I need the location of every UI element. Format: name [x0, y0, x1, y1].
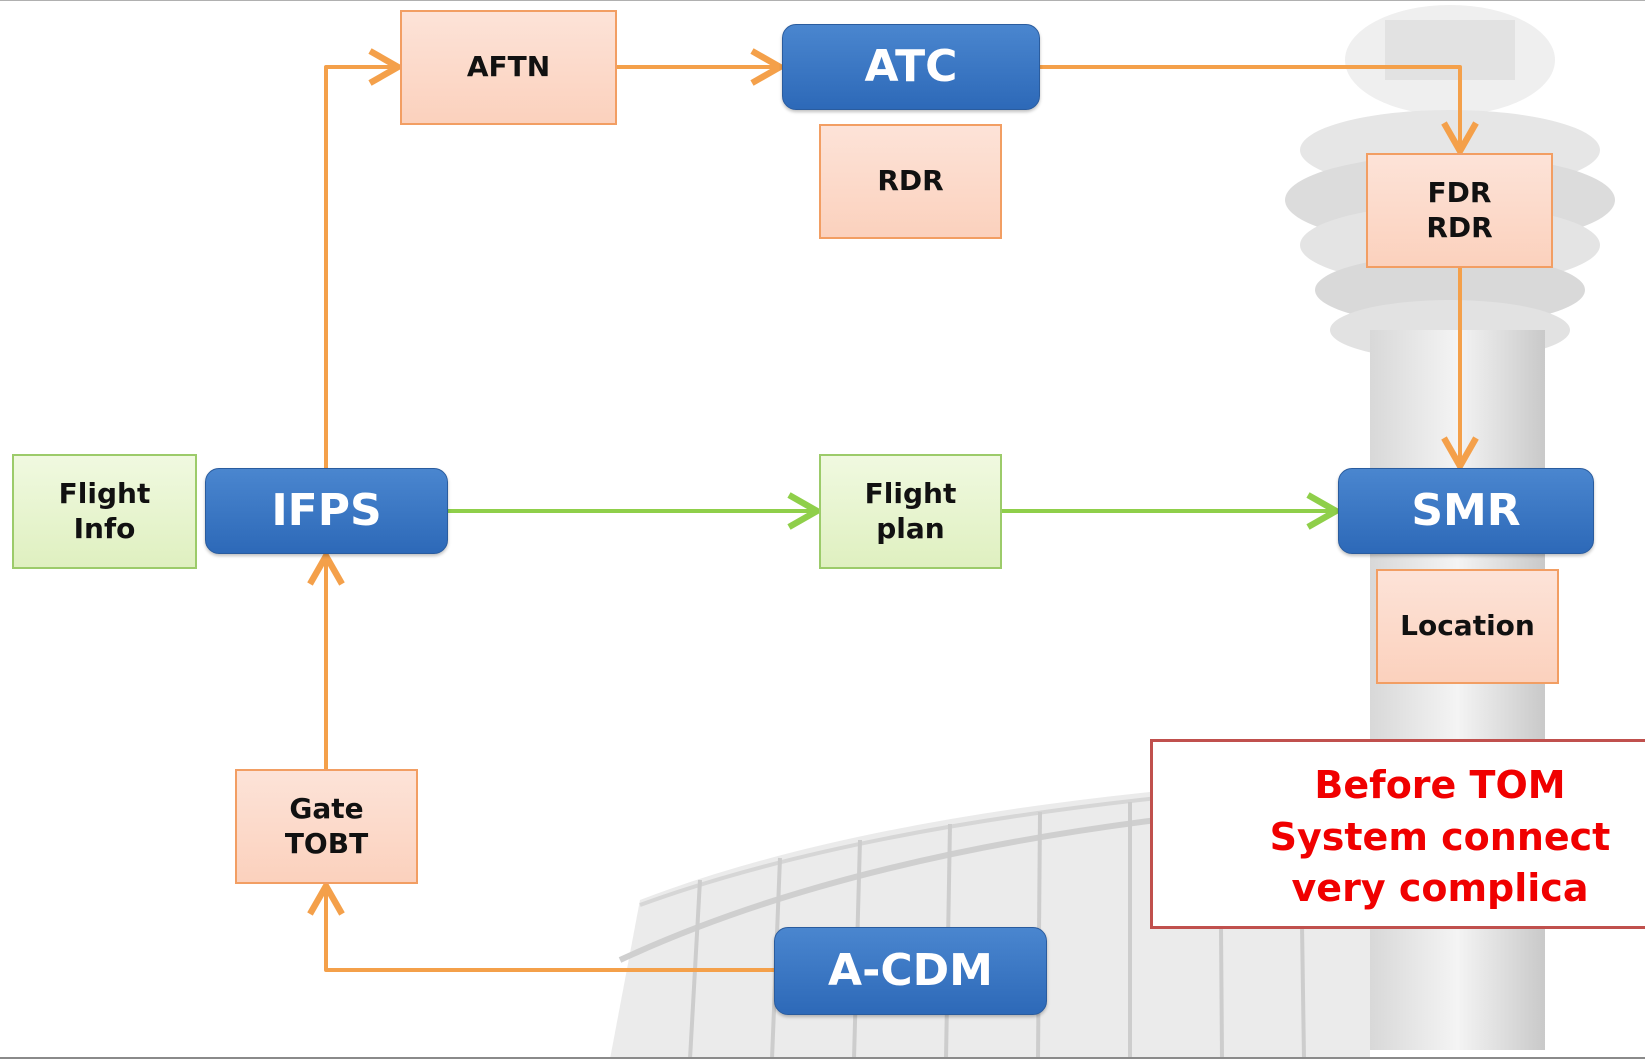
atc-box: ATC [782, 24, 1040, 110]
link-acdm-to-gate-tobt [307, 879, 774, 972]
link-ifps-to-aftn [324, 48, 405, 468]
aftn-box: AFTN [400, 10, 617, 125]
flight-info-box: Flight Info [12, 454, 197, 569]
gate-tobt-box: Gate TOBT [235, 769, 418, 884]
callout-note: Before TOM System connect very complica [1150, 739, 1645, 929]
ifps-box: IFPS [205, 468, 448, 554]
location-box: Location [1376, 569, 1559, 684]
fdr-rdr-box: FDR RDR [1366, 153, 1553, 268]
acdm-box: A-CDM [774, 927, 1047, 1015]
link-atc-to-fdr-rdr [1040, 65, 1479, 158]
smr-box: SMR [1338, 468, 1594, 554]
flight-plan-box: Flight plan [819, 454, 1002, 569]
rdr-box: RDR [819, 124, 1002, 239]
